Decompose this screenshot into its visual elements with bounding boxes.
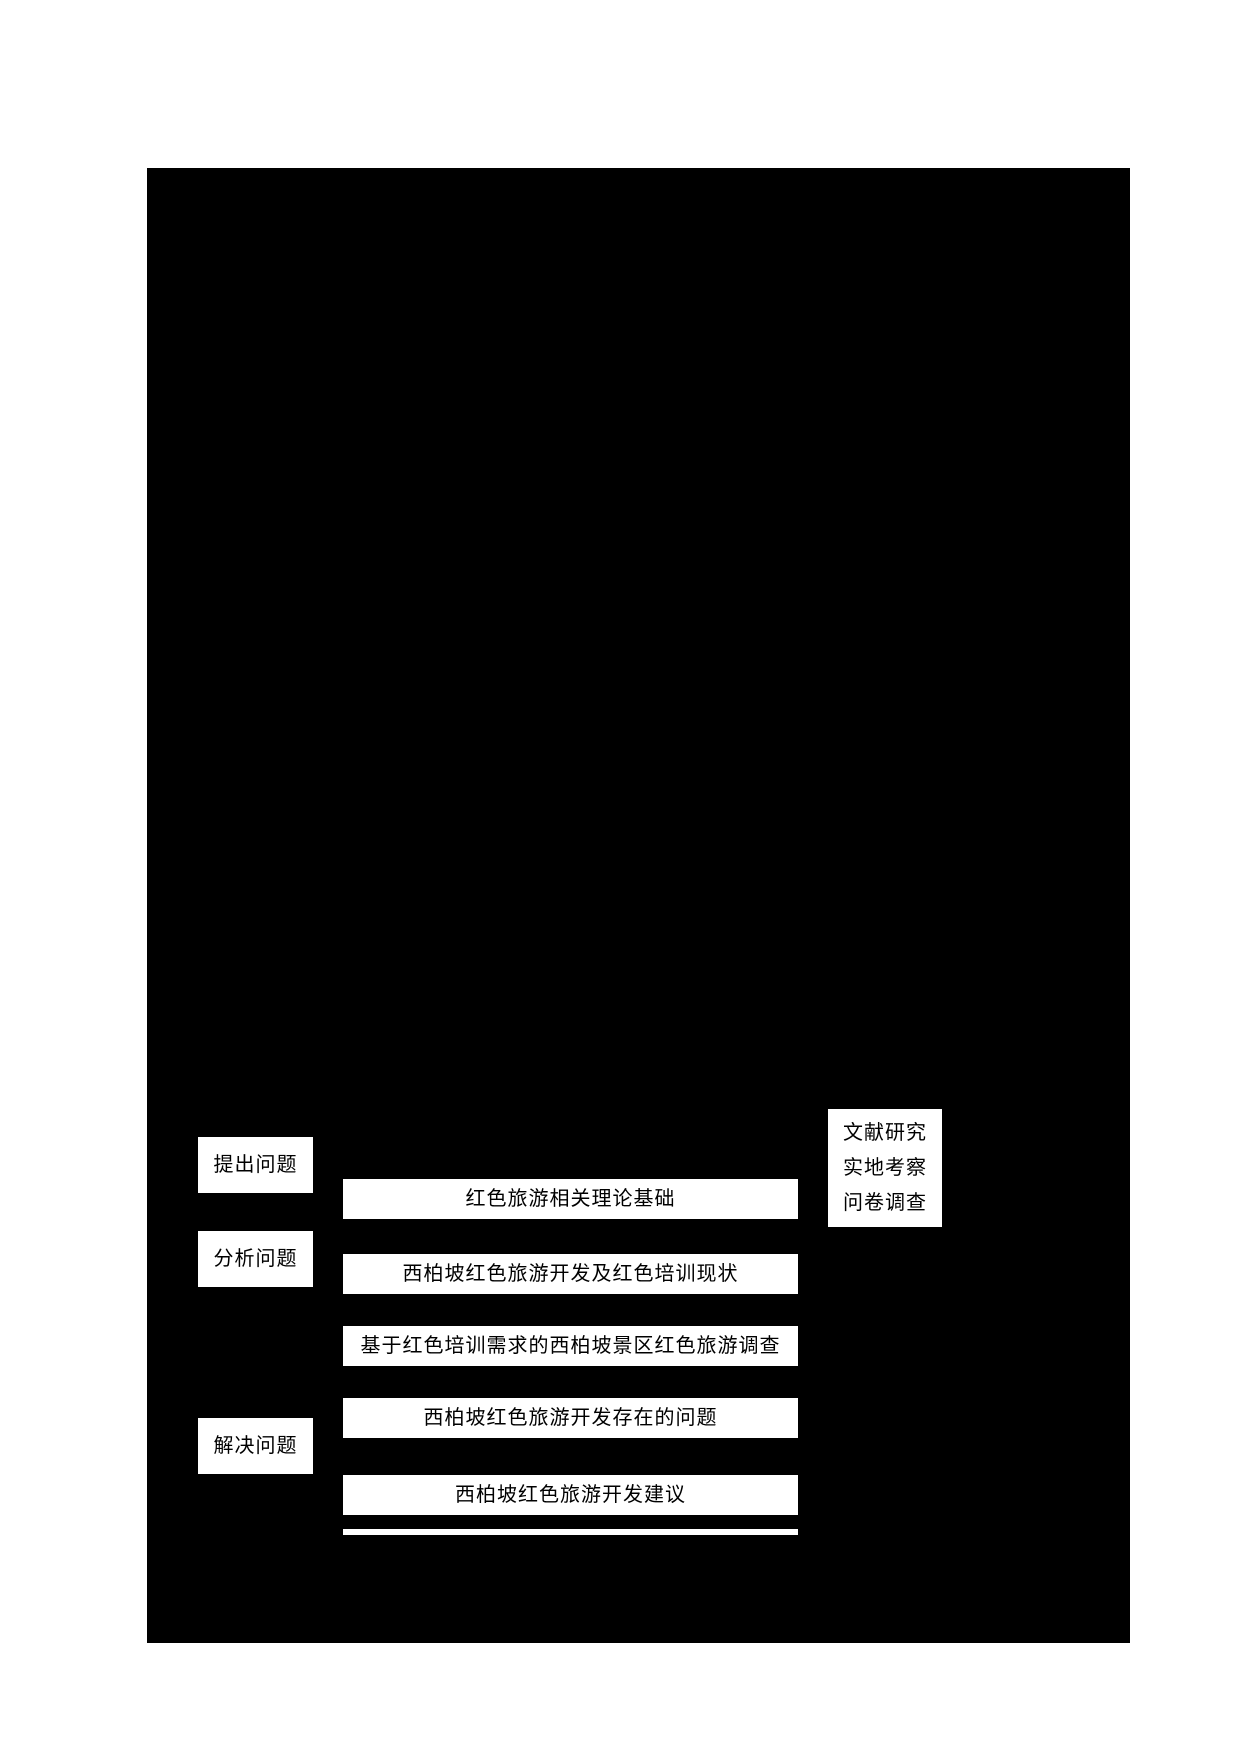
- content-box-development-suggestions: 西柏坡红色旅游开发建议: [343, 1475, 798, 1515]
- stage-label-text: 解决问题: [213, 1435, 298, 1457]
- content-box-existing-problems: 西柏坡红色旅游开发存在的问题: [343, 1398, 798, 1438]
- content-box-tourism-survey: 基于红色培训需求的西柏坡景区红色旅游调查: [343, 1326, 798, 1366]
- bottom-divider-rule: [343, 1529, 798, 1535]
- stage-label-text: 分析问题: [213, 1248, 298, 1270]
- stage-label-text: 提出问题: [213, 1154, 298, 1176]
- stage-label-solve-problem: 解决问题: [198, 1418, 313, 1474]
- research-method-field-survey: 实地考察: [843, 1156, 927, 1179]
- research-methods-box: 文献研究 实地考察 问卷调查: [828, 1109, 942, 1227]
- content-box-text: 红色旅游相关理论基础: [465, 1188, 676, 1210]
- content-box-theory-basis: 红色旅游相关理论基础: [343, 1179, 798, 1219]
- research-method-literature: 文献研究: [843, 1121, 927, 1144]
- figure-panel: 提出问题 分析问题 解决问题 红色旅游相关理论基础 西柏坡红色旅游开发及红色培训…: [147, 168, 1130, 1643]
- content-box-text: 西柏坡红色旅游开发及红色培训现状: [402, 1263, 739, 1285]
- stage-label-propose-problem: 提出问题: [198, 1137, 313, 1193]
- content-box-development-status: 西柏坡红色旅游开发及红色培训现状: [343, 1254, 798, 1294]
- content-box-text: 西柏坡红色旅游开发建议: [455, 1484, 686, 1506]
- content-box-text: 西柏坡红色旅游开发存在的问题: [423, 1407, 718, 1429]
- stage-label-analyze-problem: 分析问题: [198, 1231, 313, 1287]
- content-box-text: 基于红色培训需求的西柏坡景区红色旅游调查: [360, 1335, 781, 1357]
- research-method-questionnaire: 问卷调查: [843, 1192, 927, 1215]
